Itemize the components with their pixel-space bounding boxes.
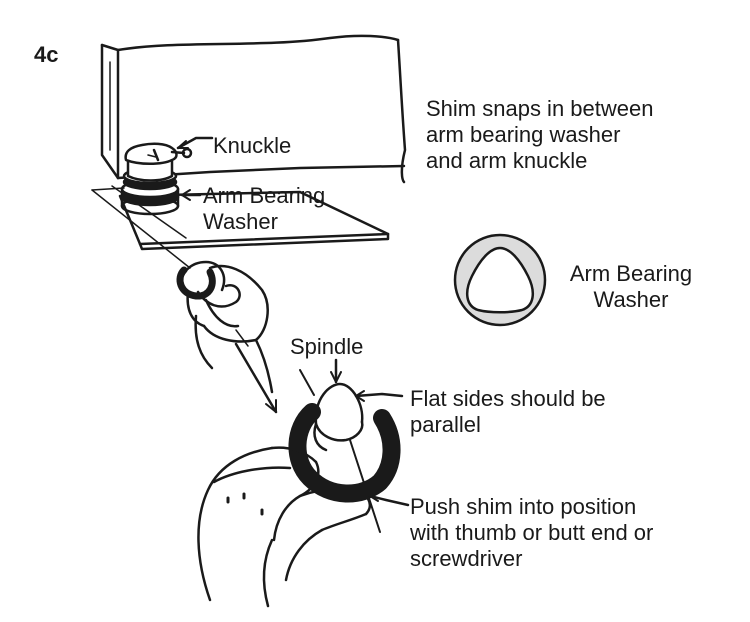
spindle-label: Spindle <box>290 334 364 359</box>
knuckle-arrowhead <box>177 140 189 149</box>
spindle-arrowhead <box>330 371 342 383</box>
arm-bearing-washer-label-left: Arm Bearing Washer <box>203 183 326 234</box>
guide-line-3 <box>111 185 187 239</box>
knuckle-part <box>124 142 193 182</box>
shim-note: Shim snaps in between arm bearing washer… <box>426 96 654 173</box>
flat-sides-arrowhead <box>355 390 365 402</box>
upper-hand <box>180 260 274 394</box>
washer-detail <box>453 233 547 327</box>
base-plate <box>118 190 390 251</box>
lower-hand <box>197 446 371 608</box>
parallel-indicator <box>349 439 381 533</box>
arm-bearing-washer-label-right: Arm Bearing Washer <box>569 261 693 312</box>
knuckle-leader <box>176 136 214 150</box>
washer-arrowhead <box>181 189 191 201</box>
spindle-part <box>313 382 364 452</box>
knuckle-label: Knuckle <box>213 133 292 158</box>
guide-line-2 <box>91 187 125 191</box>
flat-sides-label: Flat sides should be parallel <box>410 386 606 437</box>
push-shim-label: Push shim into position with thumb or bu… <box>410 494 654 571</box>
push-arrowhead <box>369 490 379 502</box>
flat-sides-leader <box>354 392 404 398</box>
push-leader <box>368 494 410 507</box>
motion-arrow-1 <box>234 342 278 414</box>
motion-arrow-1-head <box>265 399 277 413</box>
c-shim-small <box>176 266 216 300</box>
step-number: 4c <box>34 42 59 67</box>
motion-arrow-2 <box>299 369 315 396</box>
large-c-shim <box>288 403 401 503</box>
guide-line-1 <box>91 189 191 269</box>
